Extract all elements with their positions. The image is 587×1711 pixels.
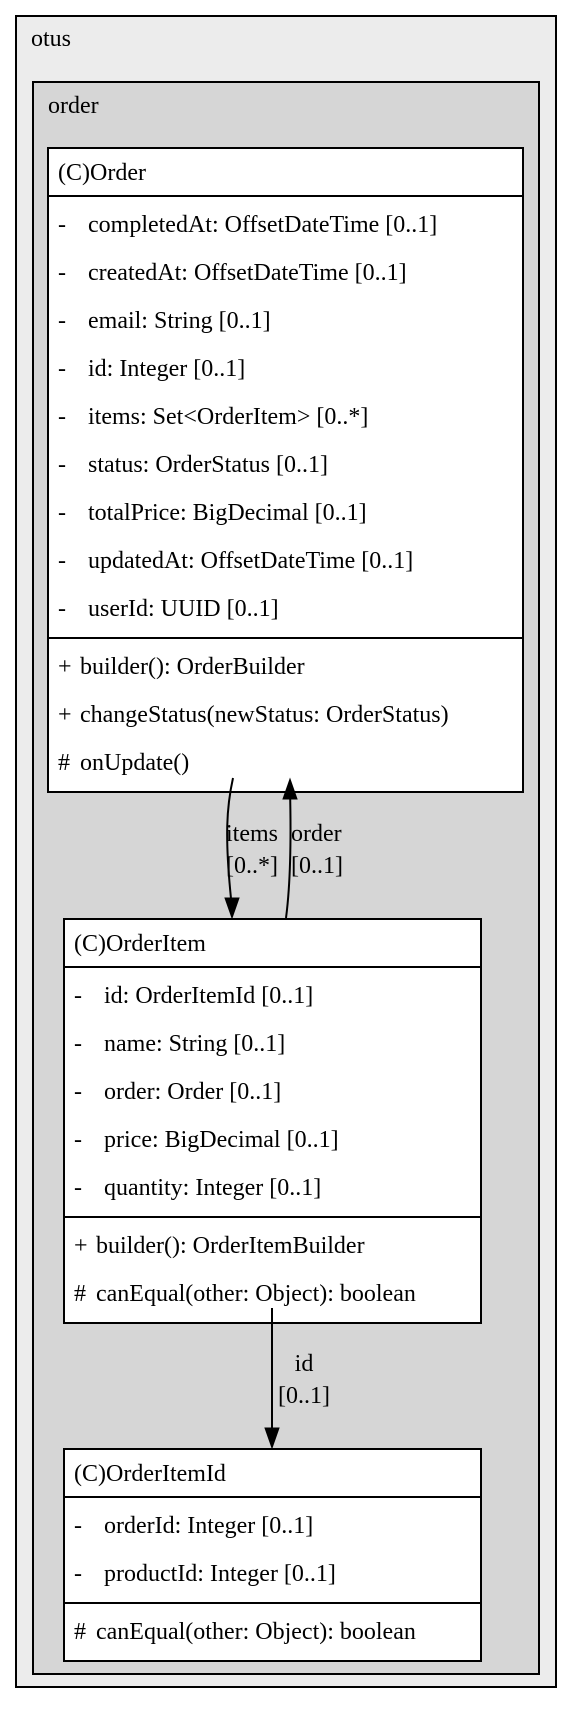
field-row: -createdAt: OffsetDateTime [0..1]: [49, 249, 522, 297]
edge-mult-id: [0..1]: [278, 1383, 330, 1409]
field-text: price: BigDecimal [0..1]: [104, 1127, 339, 1153]
class-title: (C)Order: [49, 149, 522, 197]
method-text: builder(): OrderItemBuilder: [96, 1233, 365, 1259]
methods-section: #canEqual(other: Object): boolean: [65, 1602, 480, 1660]
method-row: #canEqual(other: Object): boolean: [65, 1608, 480, 1656]
method-row: #onUpdate(): [49, 739, 522, 787]
field-text: totalPrice: BigDecimal [0..1]: [88, 500, 367, 526]
field-row: -productId: Integer [0..1]: [65, 1550, 480, 1598]
methods-section: +builder(): OrderBuilder +changeStatus(n…: [49, 637, 522, 791]
edge-label-id: id [0..1]: [273, 1348, 335, 1412]
methods-section: +builder(): OrderItemBuilder #canEqual(o…: [65, 1216, 480, 1322]
class-order[interactable]: (C)Order -completedAt: OffsetDateTime [0…: [47, 147, 524, 793]
method-text: onUpdate(): [80, 750, 190, 776]
field-text: createdAt: OffsetDateTime [0..1]: [88, 260, 407, 286]
field-text: orderId: Integer [0..1]: [104, 1513, 314, 1539]
method-row: +changeStatus(newStatus: OrderStatus): [49, 691, 522, 739]
field-row: -completedAt: OffsetDateTime [0..1]: [49, 201, 522, 249]
field-row: -orderId: Integer [0..1]: [65, 1502, 480, 1550]
field-row: -email: String [0..1]: [49, 297, 522, 345]
field-text: completedAt: OffsetDateTime [0..1]: [88, 212, 438, 238]
field-text: id: Integer [0..1]: [88, 356, 246, 382]
field-row: -price: BigDecimal [0..1]: [65, 1116, 480, 1164]
field-text: updatedAt: OffsetDateTime [0..1]: [88, 548, 414, 574]
fields-section: -orderId: Integer [0..1] -productId: Int…: [65, 1498, 480, 1602]
field-text: productId: Integer [0..1]: [104, 1561, 336, 1587]
field-row: -items: Set<OrderItem> [0..*]: [49, 393, 522, 441]
edge-label-items: items [0..*]: [226, 818, 278, 882]
field-text: status: OrderStatus [0..1]: [88, 452, 328, 478]
method-row: +builder(): OrderItemBuilder: [65, 1222, 480, 1270]
field-text: userId: UUID [0..1]: [88, 596, 279, 622]
field-row: -userId: UUID [0..1]: [49, 585, 522, 633]
package-label-otus: otus: [31, 26, 72, 52]
field-row: -status: OrderStatus [0..1]: [49, 441, 522, 489]
method-row: +builder(): OrderBuilder: [49, 643, 522, 691]
field-text: order: Order [0..1]: [104, 1079, 282, 1105]
edge-label-order: order [0..1]: [291, 818, 343, 882]
field-row: -totalPrice: BigDecimal [0..1]: [49, 489, 522, 537]
fields-section: -completedAt: OffsetDateTime [0..1] -cre…: [49, 197, 522, 637]
field-row: -updatedAt: OffsetDateTime [0..1]: [49, 537, 522, 585]
edge-mult-order: [0..1]: [291, 853, 343, 879]
method-text: builder(): OrderBuilder: [80, 654, 305, 680]
class-order-item[interactable]: (C)OrderItem -id: OrderItemId [0..1] -na…: [63, 918, 482, 1324]
field-text: items: Set<OrderItem> [0..*]: [88, 404, 369, 430]
field-text: email: String [0..1]: [88, 308, 271, 334]
field-row: -id: Integer [0..1]: [49, 345, 522, 393]
method-text: changeStatus(newStatus: OrderStatus): [80, 702, 449, 728]
field-row: -quantity: Integer [0..1]: [65, 1164, 480, 1212]
method-text: canEqual(other: Object): boolean: [96, 1619, 416, 1645]
field-row: -order: Order [0..1]: [65, 1068, 480, 1116]
package-label-order: order: [48, 93, 99, 119]
field-text: quantity: Integer [0..1]: [104, 1175, 322, 1201]
edge-name-id: id: [294, 1351, 314, 1377]
fields-section: -id: OrderItemId [0..1] -name: String [0…: [65, 968, 480, 1216]
edge-name-items: items: [226, 821, 278, 847]
edge-mult-items: [0..*]: [226, 853, 278, 879]
edge-name-order: order: [291, 821, 342, 847]
field-row: -id: OrderItemId [0..1]: [65, 972, 480, 1020]
class-title: (C)OrderItem: [65, 920, 480, 968]
field-row: -name: String [0..1]: [65, 1020, 480, 1068]
method-row: #canEqual(other: Object): boolean: [65, 1270, 480, 1318]
class-title: (C)OrderItemId: [65, 1450, 480, 1498]
method-text: canEqual(other: Object): boolean: [96, 1281, 416, 1307]
field-text: id: OrderItemId [0..1]: [104, 983, 314, 1009]
field-text: name: String [0..1]: [104, 1031, 286, 1057]
class-order-item-id[interactable]: (C)OrderItemId -orderId: Integer [0..1] …: [63, 1448, 482, 1662]
